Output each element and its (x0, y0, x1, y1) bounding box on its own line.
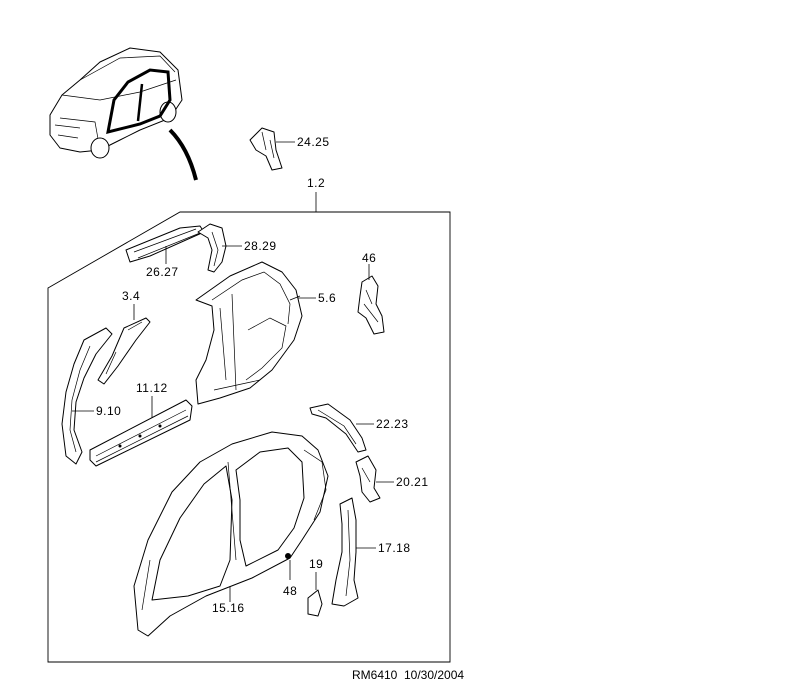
part-19 (307, 589, 323, 617)
assembly-frame (47, 211, 451, 663)
car-reference-illustration (49, 47, 198, 181)
callout-17-18: 17.18 (378, 541, 411, 555)
callout-19: 19 (309, 557, 323, 571)
part-3-4 (97, 317, 151, 385)
callout-1-2: 1.2 (307, 176, 325, 190)
drawing-code: RM6410 (352, 668, 398, 682)
callout-28-29: 28.29 (244, 239, 277, 253)
part-22-23 (309, 403, 367, 453)
part-46 (357, 275, 385, 335)
part-28-29 (197, 223, 227, 273)
callout-20-21: 20.21 (396, 475, 429, 489)
part-26-27 (125, 225, 205, 263)
callout-26-27: 26.27 (146, 265, 179, 279)
part-11-12 (89, 399, 193, 467)
callout-48: 48 (283, 584, 297, 598)
callout-22-23: 22.23 (376, 417, 409, 431)
part-17-18 (331, 497, 359, 607)
callout-5-6: 5.6 (318, 291, 336, 305)
part-5-6 (195, 261, 303, 405)
callout-11-12: 11.12 (136, 381, 168, 395)
callout-3-4: 3.4 (122, 289, 140, 303)
callout-24-25: 24.25 (297, 135, 330, 149)
part-9-10 (61, 327, 113, 465)
part-24-25 (249, 127, 283, 171)
callout-46: 46 (362, 251, 376, 265)
part-15-16 (133, 431, 329, 637)
part-20-21 (355, 455, 381, 503)
callout-9-10: 9.10 (96, 404, 121, 418)
callout-15-16: 15.16 (212, 601, 245, 615)
drawing-date: 10/30/2004 (404, 668, 464, 682)
